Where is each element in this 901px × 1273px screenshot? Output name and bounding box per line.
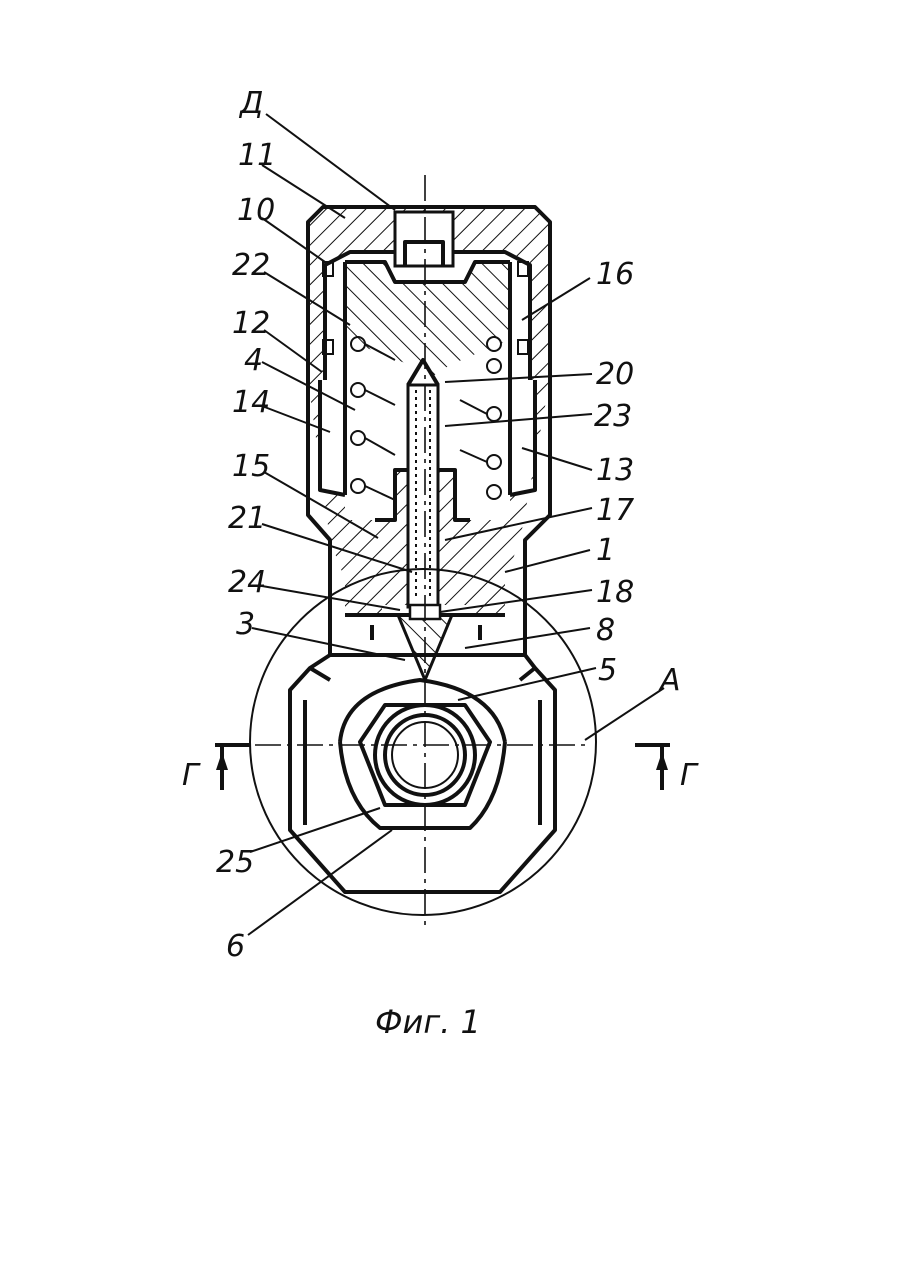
lower-housing	[290, 655, 555, 892]
label-10: 10	[237, 193, 275, 228]
label-16: 16	[596, 257, 634, 292]
figure-caption: Фиг. 1	[375, 1003, 481, 1041]
label-25: 25	[216, 845, 254, 880]
section-mark-right: Г	[635, 745, 699, 793]
label-8: 8	[596, 613, 615, 648]
label-4: 4	[244, 343, 263, 378]
label-21: 21	[228, 501, 266, 536]
label-24: 24	[228, 565, 266, 600]
label-A: А	[658, 663, 681, 698]
label-5: 5	[598, 653, 617, 688]
label-D: Д	[238, 86, 263, 121]
section-letter-left: Г	[182, 758, 201, 793]
label-1: 1	[596, 533, 615, 568]
label-11: 11	[238, 138, 276, 173]
label-3: 3	[236, 607, 255, 642]
section-mark-left: Г	[182, 745, 250, 793]
label-14: 14	[232, 385, 270, 420]
label-23: 23	[594, 399, 632, 434]
section-letter-right: Г	[680, 758, 699, 793]
label-17: 17	[596, 493, 634, 528]
label-12: 12	[232, 306, 270, 341]
label-18: 18	[596, 575, 634, 610]
label-13: 13	[596, 453, 634, 488]
label-22: 22	[232, 248, 270, 283]
spring-right	[460, 337, 501, 499]
label-15: 15	[232, 449, 270, 484]
label-6: 6	[226, 929, 245, 964]
spring-left	[351, 337, 395, 500]
label-20: 20	[596, 357, 634, 392]
